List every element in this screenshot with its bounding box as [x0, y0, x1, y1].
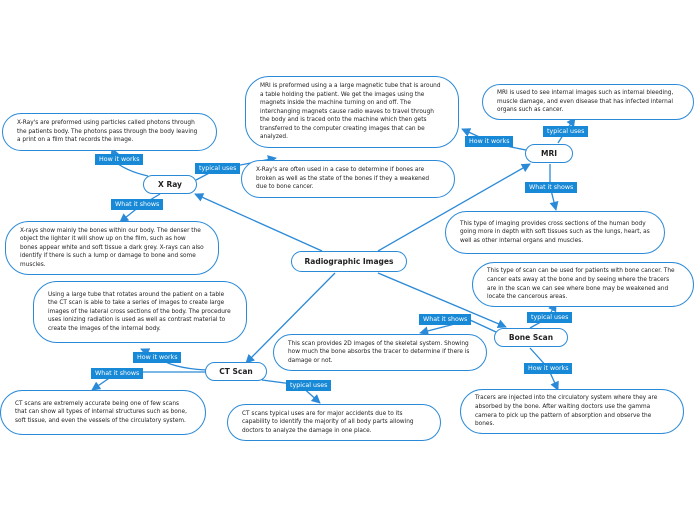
note-mri-how-it-works[interactable]: MRI is preformed using a a large magneti… [245, 76, 459, 148]
tag-mri-typical-uses[interactable]: typical uses [543, 126, 589, 137]
note-bone-typical-uses[interactable]: This type of scan can be used for patien… [472, 262, 694, 307]
note-xray-how-it-works[interactable]: X-Ray's are preformed using particles ca… [2, 113, 217, 151]
tag-mri-what-it-shows[interactable]: What it shows [525, 182, 578, 193]
topic-mri[interactable]: MRI [525, 144, 573, 163]
tag-bone-typical-uses[interactable]: typical uses [527, 312, 573, 323]
tag-xray-how-it-works[interactable]: How it works [95, 154, 144, 165]
note-xray-what-it-shows[interactable]: X-rays show mainly the bones within our … [5, 221, 219, 275]
note-text: This scan provides 2D images of the skel… [288, 340, 470, 364]
tag-ct-how-it-works[interactable]: How it works [133, 352, 182, 363]
note-text: X-Ray's are often used in a case to dete… [256, 167, 430, 191]
note-text: This type of imaging provides cross sect… [460, 220, 650, 244]
note-mri-what-it-shows[interactable]: This type of imaging provides cross sect… [445, 211, 665, 254]
topic-bone-scan[interactable]: Bone Scan [494, 328, 568, 347]
tag-ct-typical-uses[interactable]: typical uses [286, 380, 332, 391]
tag-bone-how-it-works[interactable]: How it works [524, 363, 573, 374]
note-bone-what-it-shows[interactable]: This scan provides 2D images of the skel… [273, 334, 487, 371]
central-topic[interactable]: Radiographic Images [291, 251, 407, 272]
note-text: CT scans typical uses are for major acci… [242, 410, 414, 434]
note-bone-how-it-works[interactable]: Tracers are injected into the circulator… [460, 389, 684, 434]
note-text: This type of scan can be used for patien… [487, 268, 675, 301]
link-central-mri [377, 163, 531, 252]
note-text: MRI is preformed using a a large magneti… [260, 82, 441, 141]
link-central-xray [194, 193, 323, 252]
note-ct-typical-uses[interactable]: CT scans typical uses are for major acci… [227, 404, 441, 441]
note-text: Using a large tube that rotates around t… [48, 291, 231, 332]
note-xray-typical-uses[interactable]: X-Ray's are often used in a case to dete… [241, 160, 455, 198]
note-text: MRI is used to see internal images such … [497, 90, 674, 114]
tag-ct-what-it-shows[interactable]: What it shows [91, 368, 144, 379]
note-text: X-rays show mainly the bones within our … [20, 227, 204, 268]
note-ct-how-it-works[interactable]: Using a large tube that rotates around t… [33, 281, 247, 343]
note-mri-typical-uses[interactable]: MRI is used to see internal images such … [482, 84, 694, 120]
link-central-bone [377, 272, 507, 329]
link-central-ct [245, 272, 336, 364]
tag-xray-typical-uses[interactable]: typical uses [195, 163, 241, 174]
note-text: Tracers are injected into the circulator… [475, 395, 658, 428]
tag-bone-what-it-shows[interactable]: What it shows [419, 314, 472, 325]
note-text: X-Ray's are preformed using particles ca… [17, 120, 198, 144]
tag-mri-how-it-works[interactable]: How it works [465, 136, 514, 147]
note-ct-what-it-shows[interactable]: CT scans are extremely accurate being on… [0, 390, 206, 435]
topic-x-ray[interactable]: X Ray [143, 175, 197, 194]
note-text: CT scans are extremely accurate being on… [15, 400, 187, 424]
topic-ct-scan[interactable]: CT Scan [205, 362, 267, 381]
tag-xray-what-it-shows[interactable]: What it shows [111, 199, 164, 210]
